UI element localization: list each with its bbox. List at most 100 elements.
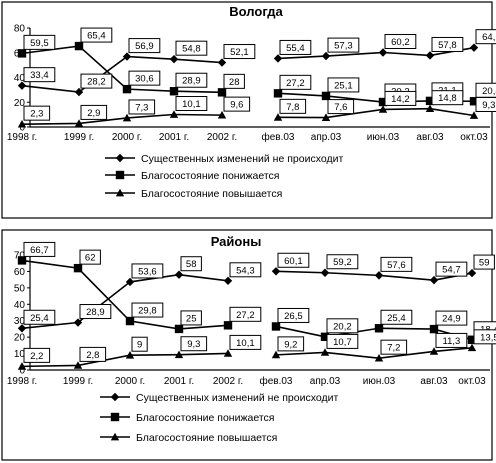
data-label-box [279,74,312,90]
data-point-diamond [17,81,27,90]
data-label-box [131,302,164,318]
data-label: 57,6 [387,260,406,271]
x-tick-label: апр.03 [310,376,341,387]
data-label-box [277,252,310,268]
data-label-box [326,254,359,270]
data-label-box [223,96,251,112]
data-point-square [320,332,330,342]
data-label: 2,8 [86,350,99,361]
data-point-diamond [469,43,479,52]
data-label-box [277,307,310,323]
data-label-box [131,263,164,279]
x-tick-label: окт.03 [460,132,488,143]
data-label-box [23,34,56,50]
y-tick-label: 10 [14,349,26,360]
data-label-box [23,67,56,83]
y-tick-label: 40 [14,300,26,311]
data-label-box [473,254,495,270]
data-label: 58 [186,259,197,270]
data-label: 28,9 [86,307,105,318]
data-label-box [175,72,208,88]
data-label: 54,3 [236,265,255,276]
data-point-triangle [320,348,330,356]
data-point-triangle [217,110,227,119]
data-point-square [425,96,435,106]
data-label: 14,2 [391,94,410,105]
data-point-triangle [74,119,84,127]
data-point-square [169,87,179,96]
data-label: 25 [186,313,197,324]
data-point-triangle [374,353,384,362]
data-point-square [429,324,439,334]
y-tick-label: 0 [19,123,25,134]
y-tick-label: 20 [14,333,26,344]
data-point-triangle [425,104,435,113]
data-point-triangle [17,362,27,370]
y-tick-label: 40 [14,73,26,84]
data-label: 27,2 [236,310,255,321]
data-label-box [279,39,312,55]
data-label-box [435,332,468,348]
data-label-box [380,309,413,325]
data-label: 25,4 [30,313,49,324]
data-label: 29,8 [138,306,157,317]
data-label-box [23,347,51,363]
data-label: 28,9 [182,76,201,87]
x-tick-label: фев.03 [259,375,292,387]
data-point-diamond [425,51,435,60]
data-label: 54,8 [182,44,201,55]
chart-title: Районы [211,234,262,249]
data-label-box [128,99,156,115]
x-tick-label: 1999 г. [63,376,93,387]
x-tick-label: 2000 г. [112,132,142,143]
data-label-box [180,310,202,326]
data-label: 28,2 [87,77,106,88]
chart-panel-vologda: Вологда 0204060801998 г.1999 г.2000 г.20… [1,1,496,219]
data-label: 9,3 [187,339,200,350]
legend-marker-triangle [115,188,125,197]
data-point-triangle [378,105,388,113]
data-point-triangle [174,350,184,359]
data-label: 2,2 [30,351,43,362]
data-point-square [271,322,281,331]
x-tick-label: авг.03 [416,132,444,143]
data-point-triangle [271,350,281,359]
data-point-square [467,335,477,344]
data-point-square [17,49,27,58]
legend-label: Существенных изменений не происходит [136,392,338,404]
data-label-box [79,304,112,320]
y-tick-label: 20 [14,98,26,109]
data-label-box [180,336,208,352]
legend-label: Благосостояние понижается [141,170,279,182]
data-label-box [435,310,468,326]
data-point-square [321,91,331,101]
y-tick-label: 0 [19,366,25,377]
data-label-box [23,105,51,121]
data-label: 53,6 [138,266,157,277]
data-point-square [469,97,479,106]
data-point-triangle [17,119,27,128]
data-label-box [327,37,360,53]
data-label: 56,9 [135,41,154,52]
data-label: 10,1 [236,338,255,349]
data-label: 2,9 [87,108,100,119]
x-tick-label: 2001 г. [164,376,194,387]
data-label-box [473,329,496,345]
data-label-box [435,261,468,277]
legend-marker-diamond [110,392,120,402]
data-label-box [80,104,108,120]
data-point-triangle [429,347,439,355]
data-label-box [384,90,417,106]
data-label: 10,1 [182,99,201,110]
data-label: 59,5 [30,38,49,49]
y-tick-label: 30 [14,316,26,327]
data-label-box [431,90,464,106]
data-point-square [174,324,184,334]
data-label-box [180,256,202,272]
data-label-box [229,306,262,322]
data-point-diamond [17,324,27,333]
x-tick-label: фев.03 [261,131,294,143]
